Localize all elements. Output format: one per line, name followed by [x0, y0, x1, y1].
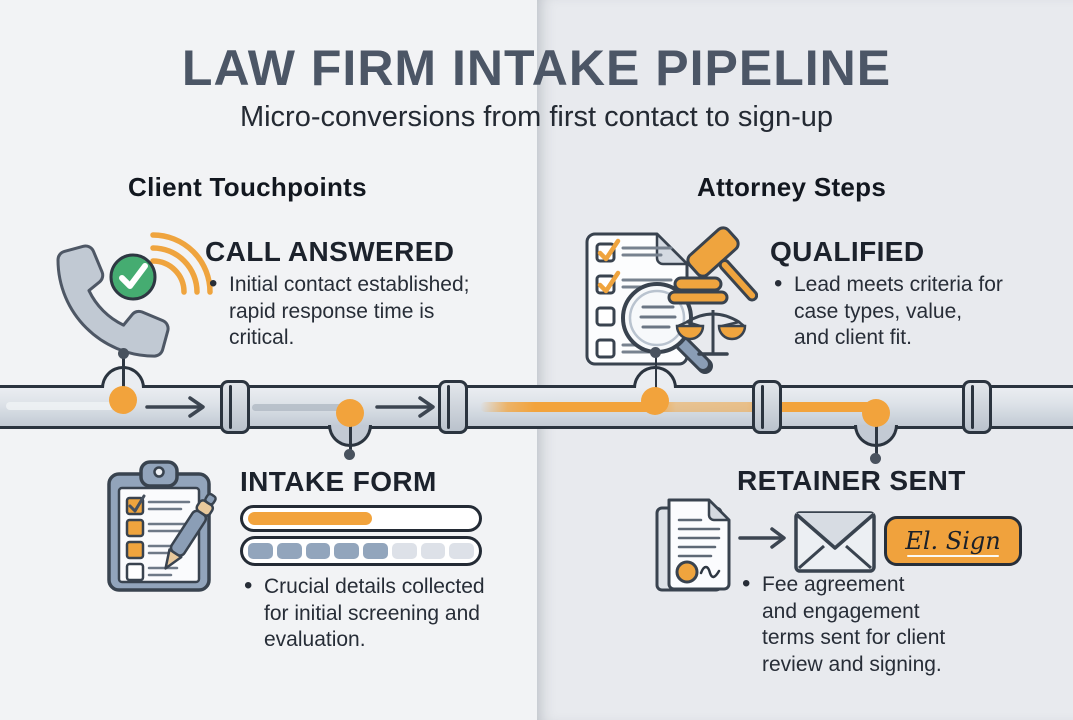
pipeline-node-call-answered	[109, 386, 137, 414]
flow-arrow-icon	[375, 396, 435, 418]
progress-segment	[305, 543, 331, 559]
step-title-retainer-sent: RETAINER SENT	[737, 465, 966, 496]
progress-segment	[449, 543, 474, 559]
scales-of-justice-icon	[675, 310, 747, 356]
pipe-highlight-streak	[6, 402, 114, 410]
intake-segmented-bar	[240, 536, 482, 566]
connector-stem-qualified	[654, 355, 657, 397]
pipeline-node-intake-form	[336, 399, 364, 427]
phone-call-answered-icon	[56, 232, 213, 358]
connector-stem-call	[122, 356, 125, 398]
progress-segment	[248, 543, 273, 559]
pipe-joint-2	[438, 380, 468, 434]
flow-arrow-icon	[145, 396, 205, 418]
seal-icon	[675, 560, 699, 584]
phone-handset-shape	[56, 244, 170, 358]
gavel-icon	[667, 226, 758, 305]
pipe-joint-1	[220, 380, 250, 434]
step-description-qualified: Lead meets criteria for case types, valu…	[772, 269, 1054, 352]
signature-squiggle	[699, 565, 721, 579]
connector-dot-qualified	[650, 347, 661, 358]
intake-progress-fill	[248, 512, 373, 525]
pipeline-node-qualified	[641, 387, 669, 415]
clipboard-checklist-pen-icon	[107, 460, 217, 592]
pipe-flow-orange	[480, 402, 872, 412]
green-check-badge-icon	[109, 253, 157, 301]
pipeline-node-retainer-sent	[862, 399, 890, 427]
progress-segment	[276, 543, 302, 559]
lead-checklist-magnifier-gavel-scales-icon	[585, 226, 758, 374]
progress-segment	[391, 543, 417, 559]
esign-label: El. Sign	[905, 527, 1001, 555]
page-subtitle: Micro-conversions from first contact to …	[239, 101, 834, 133]
page-title: LAW FIRM INTAKE PIPELINE	[181, 40, 892, 96]
esign-underline	[906, 554, 1000, 557]
pipe-joint-3	[752, 380, 782, 434]
progress-segment	[334, 543, 359, 559]
connector-stem-intake	[349, 415, 352, 453]
pipe-joint-4	[962, 380, 992, 434]
connector-stem-retainer	[875, 415, 878, 457]
step-title-call-answered: CALL ANSWERED	[205, 236, 455, 267]
progress-segment	[363, 543, 388, 559]
esign-button: El. Sign	[884, 516, 1022, 566]
connector-dot-call	[118, 348, 129, 359]
pipe-flow-gray	[252, 404, 344, 411]
step-description-call-answered: Initial contact established; rapid respo…	[207, 269, 529, 352]
progress-segment	[420, 543, 446, 559]
intake-progress-bar	[240, 505, 482, 532]
connector-dot-retainer	[870, 453, 881, 464]
pen-icon	[164, 492, 217, 570]
retainer-documents-icon	[655, 498, 731, 592]
send-arrow-icon	[738, 527, 786, 549]
step-description-retainer-sent: Fee agreement and engagement terms sent …	[740, 569, 977, 679]
step-title-intake-form: INTAKE FORM	[240, 466, 437, 497]
envelope-icon	[794, 511, 876, 573]
connector-dot-intake	[344, 449, 355, 460]
step-title-qualified: QUALIFIED	[770, 236, 925, 267]
column-header-client-touchpoints: Client Touchpoints	[128, 172, 367, 202]
column-header-attorney-steps: Attorney Steps	[697, 172, 887, 202]
step-description-intake-form: Crucial details collected for initial sc…	[242, 571, 534, 654]
